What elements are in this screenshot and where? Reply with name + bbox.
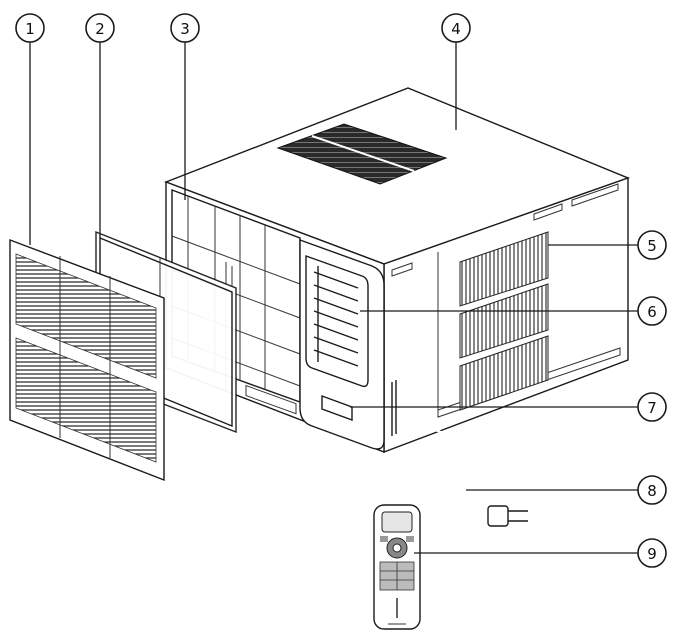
callout-4: 4 xyxy=(441,13,471,43)
callout-7-label: 7 xyxy=(647,399,657,417)
callout-5: 5 xyxy=(637,230,667,260)
side-louvers xyxy=(459,231,549,411)
callout-3: 3 xyxy=(170,13,200,43)
plug xyxy=(487,505,509,527)
callout-9-label: 9 xyxy=(647,545,657,563)
callout-6: 6 xyxy=(637,296,667,326)
control-panel xyxy=(299,239,385,450)
callout-1-label: 1 xyxy=(25,20,35,38)
callout-5-label: 5 xyxy=(647,237,657,255)
callout-2-label: 2 xyxy=(95,20,105,38)
front-grille xyxy=(9,238,165,482)
callout-6-label: 6 xyxy=(647,303,657,321)
callout-1: 1 xyxy=(15,13,45,43)
remote-control xyxy=(373,504,421,630)
power-cord xyxy=(397,426,528,527)
callout-9: 9 xyxy=(637,538,667,568)
air-outlet-louvers xyxy=(313,266,359,367)
top-grille xyxy=(276,123,448,185)
callout-3-label: 3 xyxy=(180,20,190,38)
callout-7: 7 xyxy=(637,392,667,422)
display-window xyxy=(321,394,353,422)
callout-8: 8 xyxy=(637,475,667,505)
callout-4-label: 4 xyxy=(451,20,461,38)
leader-lines xyxy=(29,42,638,554)
callout-2: 2 xyxy=(85,13,115,43)
callout-8-label: 8 xyxy=(647,482,657,500)
